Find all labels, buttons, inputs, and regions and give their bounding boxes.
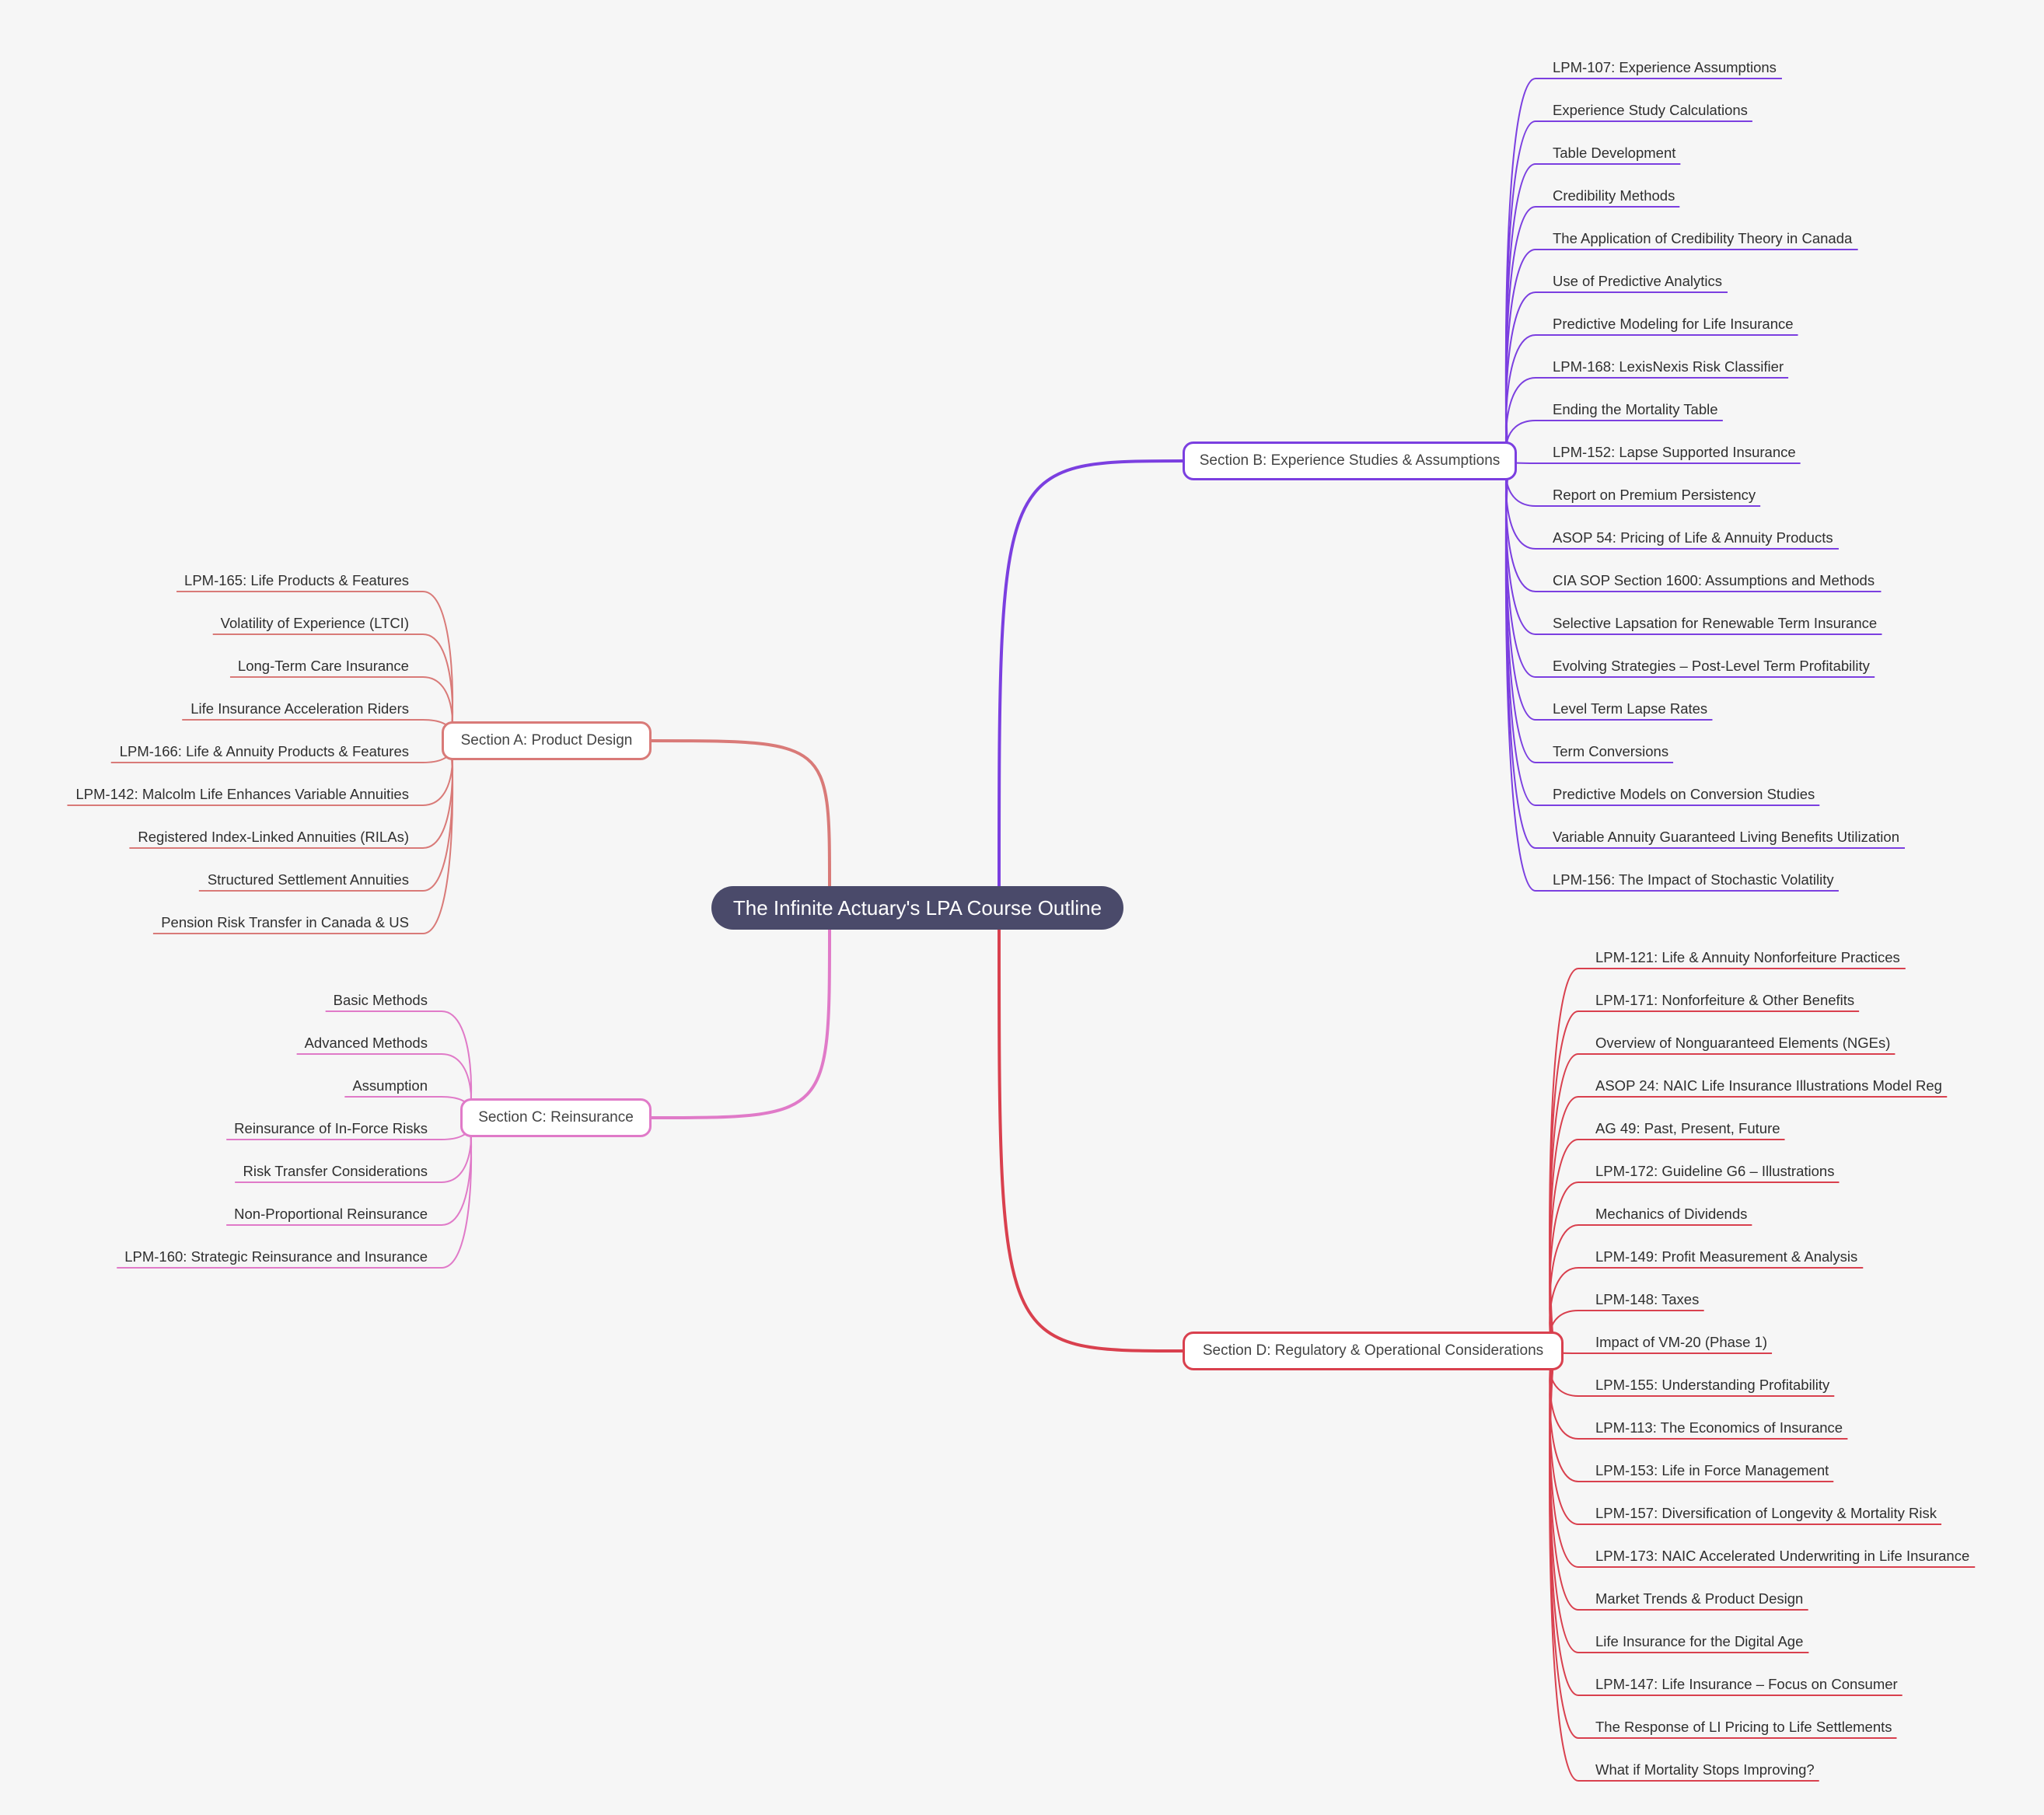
section-b-item[interactable]: Ending the Mortality Table <box>1553 401 1718 417</box>
section-d-item[interactable]: LPM-157: Diversification of Longevity & … <box>1595 1505 1937 1521</box>
connector-line <box>998 929 1183 1353</box>
connector-line <box>422 740 454 934</box>
section-b-item[interactable]: Credibility Methods <box>1553 187 1675 204</box>
section-b-item[interactable]: Use of Predictive Analytics <box>1553 273 1722 289</box>
section-d-item[interactable]: The Response of LI Pricing to Life Settl… <box>1595 1719 1892 1735</box>
connector-line <box>998 459 1183 887</box>
connector-line <box>651 739 831 887</box>
section-d-item[interactable]: LPM-172: Guideline G6 – Illustrations <box>1595 1163 1835 1179</box>
section-d-item[interactable]: LPM-149: Profit Measurement & Analysis <box>1595 1248 1858 1265</box>
section-c-item[interactable]: LPM-160: Strategic Reinsurance and Insur… <box>124 1248 428 1265</box>
connector-line <box>1549 1350 1579 1739</box>
section-a-item[interactable]: LPM-166: Life & Annuity Products & Featu… <box>119 743 409 759</box>
section-b-item[interactable]: CIA SOP Section 1600: Assumptions and Me… <box>1553 572 1875 588</box>
section-d-item[interactable]: LPM-148: Taxes <box>1595 1291 1700 1307</box>
section-d-item[interactable]: LPM-173: NAIC Accelerated Underwriting i… <box>1595 1548 1970 1564</box>
section-a-item[interactable]: LPM-142: Malcolm Life Enhances Variable … <box>75 786 409 802</box>
section-d-item[interactable]: AG 49: Past, Present, Future <box>1595 1120 1780 1136</box>
section-b-item[interactable]: Level Term Lapse Rates <box>1553 700 1708 717</box>
section-a-item[interactable]: Registered Index-Linked Annuities (RILAs… <box>138 829 409 845</box>
section-a-item[interactable]: LPM-165: Life Products & Features <box>184 572 409 588</box>
root-topic[interactable]: The Infinite Actuary's LPA Course Outlin… <box>711 886 1123 930</box>
section-b-item[interactable]: Predictive Models on Conversion Studies <box>1553 786 1815 802</box>
section-b-item[interactable]: Evolving Strategies – Post-Level Term Pr… <box>1553 658 1870 674</box>
section-d-item[interactable]: LPM-171: Nonforfeiture & Other Benefits <box>1595 992 1855 1008</box>
section-b-item[interactable]: Selective Lapsation for Renewable Term I… <box>1553 615 1878 631</box>
section-b-item[interactable]: Term Conversions <box>1553 743 1669 759</box>
section-b-item[interactable]: Report on Premium Persistency <box>1553 487 1756 503</box>
section-b-item[interactable]: Predictive Modeling for Life Insurance <box>1553 316 1794 332</box>
section-d-item[interactable]: Impact of VM-20 (Phase 1) <box>1595 1334 1768 1350</box>
connector-line <box>651 929 831 1119</box>
connector-line <box>1549 1010 1579 1352</box>
section-b-item[interactable]: The Application of Credibility Theory in… <box>1553 230 1853 246</box>
section-c-item[interactable]: Reinsurance of In-Force Risks <box>234 1120 428 1136</box>
section-c-item[interactable]: Risk Transfer Considerations <box>243 1163 428 1179</box>
section-d-item[interactable]: LPM-121: Life & Annuity Nonforfeiture Pr… <box>1595 949 1900 965</box>
section-d-item[interactable]: LPM-155: Understanding Profitability <box>1595 1377 1830 1393</box>
section-c-item[interactable]: Non-Proportional Reinsurance <box>234 1206 428 1222</box>
section-b-item[interactable]: Experience Study Calculations <box>1553 102 1748 118</box>
connector-line <box>1549 1181 1579 1352</box>
section-b-item[interactable]: LPM-156: The Impact of Stochastic Volati… <box>1553 871 1834 888</box>
section-c-item[interactable]: Advanced Methods <box>304 1035 428 1051</box>
section-d-item[interactable]: Overview of Nonguaranteed Elements (NGEs… <box>1595 1035 1891 1051</box>
section-d-item[interactable]: ASOP 24: NAIC Life Insurance Illustratio… <box>1595 1077 1942 1094</box>
section-b-item[interactable]: Table Development <box>1553 145 1676 161</box>
section-c-item[interactable]: Basic Methods <box>333 992 428 1008</box>
section-d-item[interactable]: LPM-147: Life Insurance – Focus on Consu… <box>1595 1676 1898 1692</box>
section-a-item[interactable]: Structured Settlement Annuities <box>207 871 409 888</box>
section-a-node[interactable]: Section A: Product Design <box>442 721 652 760</box>
section-d-item[interactable]: Life Insurance for the Digital Age <box>1595 1633 1804 1649</box>
section-d-item[interactable]: Market Trends & Product Design <box>1595 1590 1804 1607</box>
section-d-item[interactable]: Mechanics of Dividends <box>1595 1206 1748 1222</box>
section-b-node[interactable]: Section B: Experience Studies & Assumpti… <box>1183 442 1517 480</box>
connector-line <box>1504 460 1536 892</box>
connector-line <box>1549 1350 1579 1782</box>
section-d-item[interactable]: LPM-113: The Economics of Insurance <box>1595 1419 1843 1436</box>
section-c-node[interactable]: Section C: Reinsurance <box>460 1098 652 1137</box>
section-b-item[interactable]: LPM-107: Experience Assumptions <box>1553 59 1777 75</box>
section-d-item[interactable]: What if Mortality Stops Improving? <box>1595 1761 1815 1778</box>
section-b-item[interactable]: ASOP 54: Pricing of Life & Annuity Produ… <box>1553 529 1833 546</box>
section-b-item[interactable]: LPM-168: LexisNexis Risk Classifier <box>1553 358 1784 375</box>
section-a-item[interactable]: Volatility of Experience (LTCI) <box>220 615 409 631</box>
section-b-item[interactable]: Variable Annuity Guaranteed Living Benef… <box>1553 829 1899 845</box>
section-b-item[interactable]: LPM-152: Lapse Supported Insurance <box>1553 444 1796 460</box>
section-a-item[interactable]: Pension Risk Transfer in Canada & US <box>161 914 409 930</box>
section-a-item[interactable]: Long-Term Care Insurance <box>237 658 409 674</box>
connector-line <box>1504 460 1536 592</box>
section-d-node[interactable]: Section D: Regulatory & Operational Cons… <box>1183 1332 1564 1370</box>
section-d-item[interactable]: LPM-153: Life in Force Management <box>1595 1462 1829 1478</box>
section-c-item[interactable]: Assumption <box>352 1077 428 1094</box>
section-a-item[interactable]: Life Insurance Acceleration Riders <box>190 700 409 717</box>
